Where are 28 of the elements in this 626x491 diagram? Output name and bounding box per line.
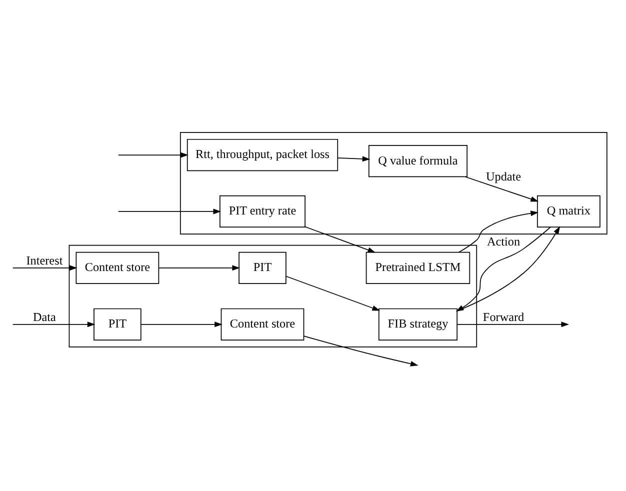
arrow — [458, 210, 538, 253]
arrow — [12, 265, 78, 271]
arrow — [304, 226, 376, 253]
node-box: PIT entry rate — [220, 195, 306, 228]
node-box: Pretrained LSTM — [366, 252, 470, 284]
node-box: Content store — [76, 252, 160, 284]
arrow — [158, 265, 240, 271]
edge-label: Interest — [26, 254, 63, 268]
arrow — [118, 152, 188, 158]
arrow — [464, 176, 539, 202]
node-box: PIT — [94, 308, 142, 340]
arrow — [118, 208, 222, 214]
edge-label: Data — [33, 310, 56, 324]
node-box: FIB strategy — [378, 308, 458, 340]
arrow — [303, 336, 418, 366]
arrow — [456, 322, 570, 328]
edge-label: Action — [486, 234, 520, 249]
arrow — [337, 156, 370, 162]
edge-label: Forward — [482, 310, 524, 324]
node-box: Content store — [220, 308, 304, 340]
node-box: PIT — [238, 252, 286, 284]
arrow — [12, 322, 96, 328]
node-box: Q value formula — [368, 145, 468, 178]
edge-label: Update — [486, 169, 522, 184]
arrow — [140, 322, 222, 328]
arrow — [286, 276, 380, 311]
node-box: Rtt, throughput, packet loss — [186, 138, 338, 172]
node-box: Q matrix — [536, 195, 600, 228]
